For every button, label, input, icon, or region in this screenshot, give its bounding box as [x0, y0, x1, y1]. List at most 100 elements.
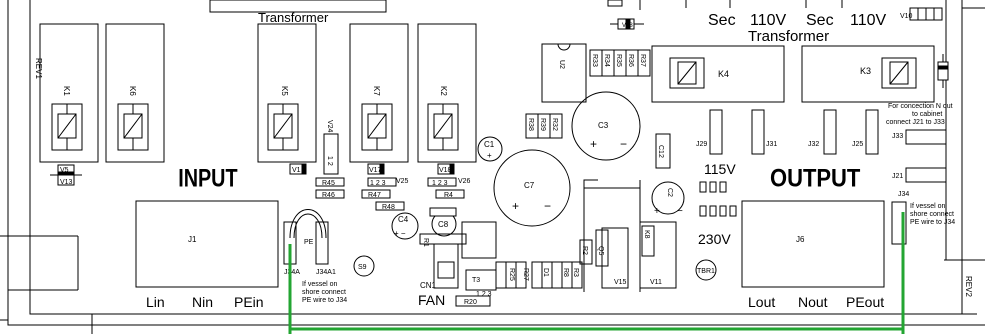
v17-label: V17: [369, 167, 382, 174]
k5-label: K5: [280, 86, 289, 96]
fan-label: FAN: [418, 292, 445, 308]
v1-label: V1: [292, 167, 301, 174]
resistor-block-mid: R38 R39 R32: [525, 113, 563, 139]
output-note-line1: If vessel on: [910, 203, 946, 210]
cap-c3: C3 + −: [571, 91, 641, 161]
transformer-right-label: Transformer: [748, 28, 829, 45]
c12-label: C12: [657, 145, 664, 158]
c2-plus: +: [654, 206, 660, 217]
r1-label: R1: [422, 238, 429, 247]
input-title: INPUT: [178, 163, 237, 192]
note-n-out-line1: For concection N out: [888, 103, 953, 110]
relay-k6: K6: [105, 23, 165, 163]
rev-right-label: REV2: [964, 276, 973, 297]
cn1-label: CN1: [420, 281, 437, 290]
k3-label: K3: [860, 66, 871, 76]
r33-label: R33: [591, 54, 598, 67]
input-note: If vessel on shore connect PE wire to J3…: [302, 281, 347, 304]
lin-label: Lin: [146, 294, 165, 310]
output-note-line3: PE wire to J34: [910, 219, 955, 226]
c7-label: C7: [524, 181, 535, 190]
ic-u2: U2: [541, 43, 587, 103]
diode-v1: V1: [289, 163, 307, 175]
v18-label: V18: [439, 167, 452, 174]
j34a1-label: J34A1: [316, 269, 336, 276]
note-n-out-line3: connect J21 to J33: [886, 119, 945, 126]
part-v24: V24 1 2: [323, 120, 339, 175]
c3-plus: +: [590, 137, 597, 151]
c3-minus: −: [620, 137, 627, 151]
note-top-right: For concection N out to cabinet connect …: [886, 103, 953, 126]
cap-c4: C4 + −: [391, 212, 419, 240]
rev-left-label: REV1: [34, 58, 43, 79]
r39-label: R39: [539, 118, 546, 131]
regulator-v15: V15: [601, 227, 629, 289]
j32-label: J32: [808, 141, 819, 148]
relay-k7: K7: [349, 23, 409, 163]
diode-v17: V17: [367, 163, 385, 175]
sec-label-1: Sec: [708, 12, 736, 29]
v24-pins: 1 2: [326, 156, 333, 166]
terminal-j1: J1 Lin Nin PEin: [135, 200, 279, 310]
r3-label: R3: [572, 268, 579, 277]
j25-pins: 1 2 3: [370, 180, 386, 187]
jumper-row: J29 J31 J32 J25 J33 J21: [696, 109, 947, 183]
c2-minus: −: [677, 206, 683, 217]
c1-plus: +: [487, 151, 492, 160]
c8-label: C8: [438, 220, 449, 229]
j31-label: J31: [766, 141, 777, 148]
v11-label: V11: [650, 279, 662, 286]
c4-label: C4: [398, 215, 409, 224]
sec-label-2: Sec: [806, 12, 834, 29]
c7-plus: +: [512, 199, 519, 213]
resistor-block-top: R33 R34 R35 R36 R37: [589, 49, 651, 77]
resistor-block-bottom: R25 R27 D1 R8 R3: [495, 261, 583, 289]
r20-label: R20: [464, 299, 477, 306]
v15-label: V15: [614, 279, 627, 286]
k6-label: K6: [128, 86, 137, 96]
cap-c12: C12: [655, 133, 671, 169]
test-point-tbr1: TBR1: [695, 259, 717, 281]
j29-label: J29: [696, 141, 707, 148]
v26-label: V26: [458, 178, 471, 185]
c7-minus: −: [544, 199, 551, 213]
k7-label: K7: [372, 86, 381, 96]
resistor-group-left: R45 R46 1 2 3 V25 R47 R48 1 2 3 V26 R4: [315, 177, 471, 211]
r36-label: R36: [627, 54, 634, 67]
k4-label: K4: [718, 69, 729, 79]
input-note-line2: shore connect: [302, 289, 346, 296]
pein-label: PEin: [234, 294, 264, 310]
connector-cn1-fan: CN1 FAN R1: [418, 233, 467, 308]
regulator-v11: V11 K8: [639, 221, 677, 289]
input-note-line1: If vessel on: [302, 281, 338, 288]
k8-label: K8: [643, 230, 650, 239]
r25-label: R25: [508, 268, 515, 281]
j6-label: J6: [796, 235, 805, 244]
r8-label: R8: [562, 268, 569, 277]
v24-label: V24: [326, 120, 333, 133]
voltage-230-label: 230V: [698, 231, 731, 247]
input-note-line3: PE wire to J34: [302, 297, 347, 304]
cap-c8: C8: [429, 207, 457, 237]
j25-label: J25: [852, 141, 863, 148]
nin-label: Nin: [192, 294, 213, 310]
nout-label: Nout: [798, 294, 828, 310]
r37-label: R37: [639, 54, 646, 67]
diode-v22: [937, 54, 949, 88]
diode-v18: V18: [437, 163, 455, 175]
note-n-out-line2: to cabinet: [912, 111, 942, 118]
c3-label: C3: [598, 121, 609, 130]
test-point-s9: S9: [353, 255, 375, 277]
t3-label: T3: [472, 277, 480, 284]
v25-label: V25: [396, 178, 409, 185]
r34-label: R34: [603, 54, 610, 67]
terminal-j6: J6 Lout Nout PEout: [741, 200, 885, 310]
pe-label: PE: [304, 239, 314, 246]
j1-label: J1: [188, 235, 197, 244]
v110-label-1: 110V: [750, 12, 787, 29]
relay-k4: K4: [651, 45, 785, 103]
voltage-selector: 115V 230V: [698, 161, 737, 247]
connector-j34: J34 If vessel on shore connect PE wire t…: [891, 191, 955, 245]
diode-v5-v13: V5 V13: [50, 164, 82, 186]
